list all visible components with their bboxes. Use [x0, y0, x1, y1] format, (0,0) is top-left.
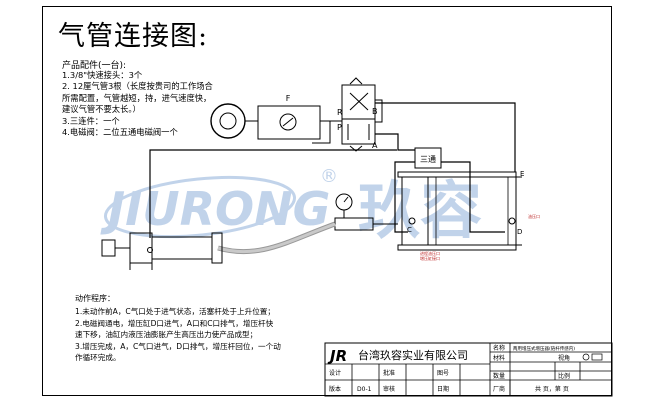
- procedure-line: 3.增压完成，A，C气口进气，D口排气，增压杆回位，一个动: [75, 341, 281, 351]
- procedure-heading: 动作程序：: [75, 294, 115, 303]
- parts-list: 1.3/8"快速接头：3个 2. 12厘气管3根（长度按贵司的工作场合 所需配置…: [62, 70, 213, 138]
- procedure-line: 作循环完成。: [75, 353, 121, 363]
- solenoid-valve: P R B A: [337, 77, 383, 152]
- svg-text:厂商: 厂商: [493, 385, 505, 393]
- pressure-gauge: [335, 193, 353, 218]
- booster-cylinder: E C D: [397, 170, 524, 251]
- watermark-registered: ®: [320, 166, 338, 187]
- svg-text:进程油压口: 进程油压口: [420, 250, 440, 256]
- parts-line: 3.三连件：一个: [62, 115, 120, 126]
- frl-label: F: [286, 94, 291, 103]
- triple-unit-label: 三通: [420, 154, 436, 164]
- port-a-label: A: [372, 141, 378, 150]
- parts-line: 2. 12厘气管3根（长度按贵司的工作场合: [62, 81, 213, 92]
- svg-text:材料: 材料: [493, 354, 505, 362]
- frl-unit: F: [257, 94, 321, 140]
- parts-heading: 产品配件(一台):: [62, 61, 127, 71]
- svg-text:名称: 名称: [493, 344, 505, 352]
- airline-b: [375, 102, 516, 172]
- company-logo: JR: [327, 347, 347, 365]
- parts-line: 4.电磁阀：二位五通电磁阀一个: [62, 127, 178, 138]
- svg-text:视角: 视角: [558, 354, 570, 362]
- company-name: 台湾玖容实业有限公司: [358, 348, 468, 362]
- parts-line: 所需配置，气管越短，持，进气速度快，: [62, 92, 212, 103]
- view-symbol-icon: [582, 353, 603, 361]
- svg-text:D0-1: D0-1: [357, 386, 372, 393]
- procedure-line: 1.未动作前A，C气口处于进气状态，活塞杆处于上升位置；: [75, 307, 275, 316]
- airline-main: [149, 149, 397, 238]
- procedure-line: 速下移，油缸内液压油膨胀产生高压出力使产品成型；: [75, 330, 258, 340]
- svg-text:图号: 图号: [437, 370, 449, 377]
- port-r-label: R: [337, 108, 343, 117]
- procedure-line: 2.电磁阀通电，增压缸D口进气，A口和C口排气，增压杆快: [75, 318, 274, 328]
- svg-text:日期: 日期: [437, 385, 449, 393]
- svg-text:两用增压式增压器(链杆传感内): 两用增压式增压器(链杆传感内): [513, 345, 575, 352]
- parts-line: 1.3/8"快速接头：3个: [62, 70, 143, 80]
- svg-text:设计: 设计: [329, 369, 341, 377]
- watermark-brand: JIURONG: [100, 182, 330, 236]
- svg-text:批准: 批准: [383, 369, 395, 377]
- svg-text:审核: 审核: [383, 385, 395, 393]
- parts-line: 建议气管不要太长。）: [62, 104, 141, 115]
- triple-unit: 三通: [414, 147, 442, 169]
- port-b-label: B: [372, 107, 378, 116]
- port-e-label: E: [520, 170, 524, 178]
- svg-text:共 页，第 页: 共 页，第 页: [535, 385, 569, 393]
- booster-notes: 油压口 进程油压口 增压缸接口: [420, 213, 540, 261]
- port-p-label: P: [337, 123, 342, 132]
- svg-text:比例: 比例: [558, 372, 570, 380]
- port-c-label: C: [407, 226, 412, 234]
- watermark-cn: 玖容: [358, 174, 482, 247]
- page-title: 气管连接图:: [58, 21, 209, 52]
- port-d-label: D: [517, 228, 522, 236]
- watermark: JIURONG ® 玖容: [100, 166, 482, 247]
- svg-text:数量: 数量: [493, 372, 505, 380]
- watermark-swoosh: [103, 175, 297, 239]
- airline-d: [441, 161, 505, 233]
- procedure-list: 1.未动作前A，C气口处于进气状态，活塞杆处于上升位置； 2.电磁阀通电，增压缸…: [75, 306, 281, 364]
- oil-cylinder: [101, 232, 223, 270]
- airline-a: [375, 133, 415, 151]
- svg-text:版本: 版本: [329, 385, 341, 393]
- svg-text:油压口: 油压口: [528, 213, 540, 219]
- svg-text:增压缸接口: 增压缸接口: [420, 255, 440, 261]
